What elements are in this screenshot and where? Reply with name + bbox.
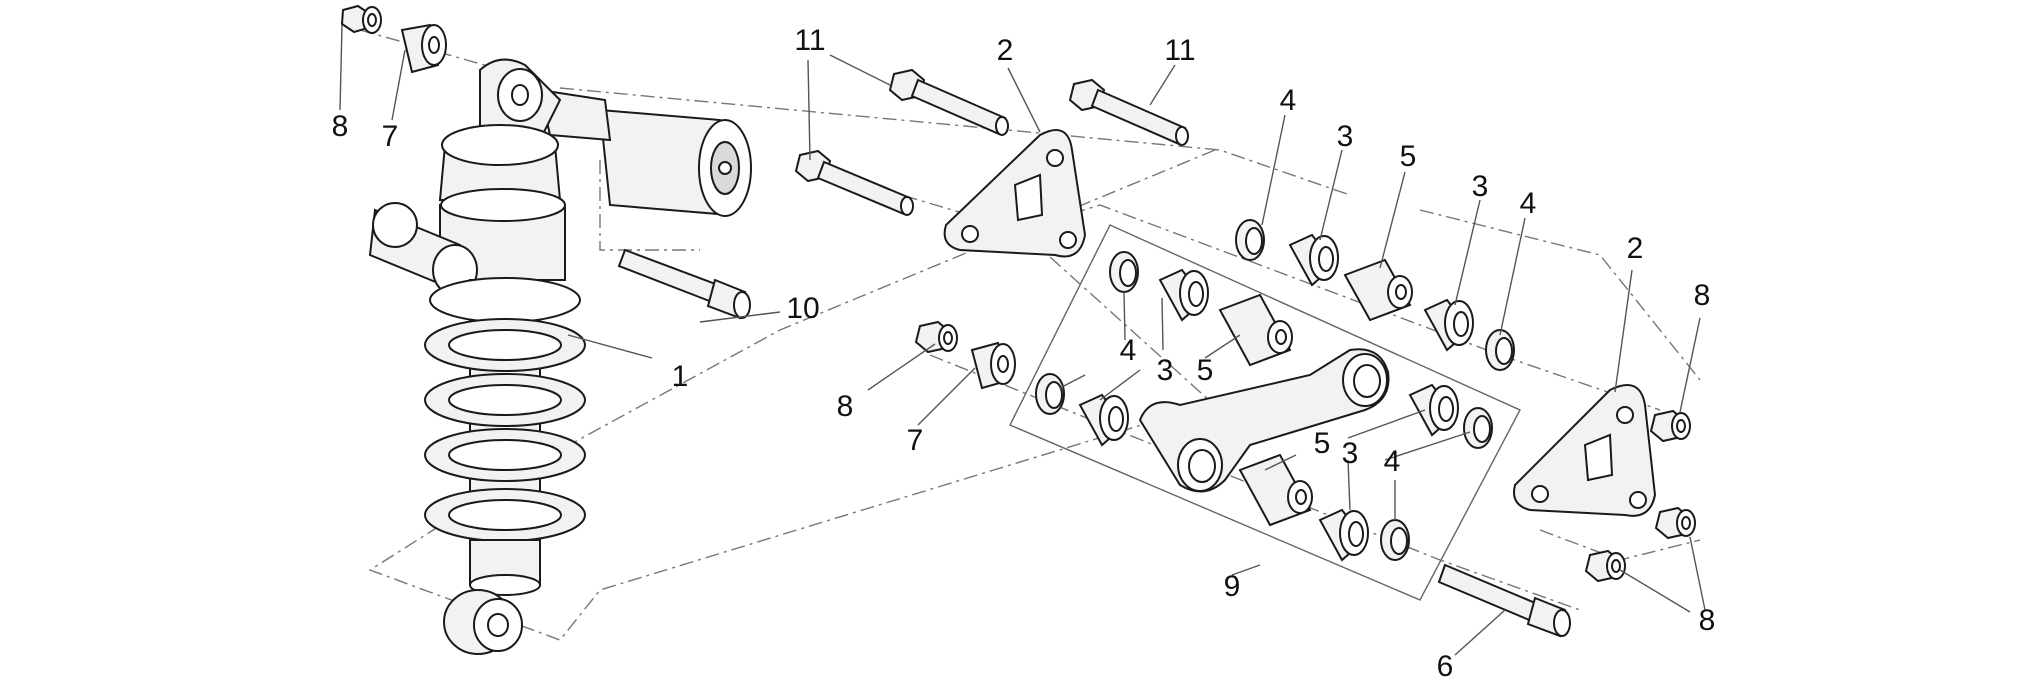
bearing-3-lower-left (1078, 393, 1129, 447)
linkage-kit-frame (1009, 224, 1521, 601)
bolt-10 (617, 248, 751, 320)
callout-1: 1 (672, 360, 689, 393)
seal-4-upper-right (1485, 329, 1515, 371)
seal-4-upper-left (1235, 219, 1265, 261)
seal-4-frame-right (1463, 407, 1493, 449)
seal-4-frame-bottom (1380, 519, 1410, 561)
seal-4-lower-left (1035, 373, 1065, 415)
callout-3-lower: 3 (1342, 437, 1359, 470)
nut-top-left (340, 4, 382, 34)
bolt-6 (1437, 563, 1571, 638)
callout-3-top-right: 3 (1472, 170, 1489, 203)
callout-4-middle: 4 (1120, 334, 1137, 367)
bolt-11-top (888, 68, 1009, 136)
callout-5-top: 5 (1400, 140, 1417, 173)
axis-upper-link (1019, 204, 1661, 411)
callout-2-top: 2 (997, 34, 1014, 67)
spacer-5-frame-bottom (1238, 453, 1313, 527)
callout-9: 9 (1224, 570, 1241, 603)
spacer-5-upper (1343, 258, 1413, 322)
callout-6: 6 (1437, 650, 1454, 681)
callout-4-top-right: 4 (1520, 187, 1537, 220)
bolt-11-lower (794, 149, 914, 216)
plate-2-right (1513, 384, 1657, 517)
bush-top-left (400, 23, 447, 74)
shock-absorber (368, 58, 752, 655)
callout-3-middle: 3 (1157, 354, 1174, 387)
callout-labels: 8 7 11 2 11 4 3 5 3 4 2 8 10 1 4 3 5 8 7… (332, 24, 1716, 681)
nut-8-right-bottom (1584, 549, 1626, 583)
leader-lines (339, 24, 1706, 656)
callout-5-middle: 5 (1197, 354, 1214, 387)
bearing-3-upper-left (1288, 233, 1339, 287)
callout-4-top: 4 (1280, 84, 1297, 117)
callout-4-lower: 4 (1384, 445, 1401, 478)
bearing-3-frame-right (1408, 383, 1459, 437)
callout-8-top-left: 8 (332, 110, 349, 143)
callout-3-top: 3 (1337, 120, 1354, 153)
callout-8-right-top: 8 (1694, 279, 1711, 312)
bearing-3-upper-right (1423, 298, 1474, 352)
callout-11-right: 11 (1164, 34, 1195, 67)
bush-7-middle (970, 341, 1016, 390)
bolt-11-right (1068, 78, 1189, 146)
nut-8-right-middle (1654, 506, 1696, 540)
spacer-5-frame-top (1218, 293, 1293, 367)
linkage-arm (1138, 348, 1390, 493)
callout-5-lower: 5 (1314, 427, 1331, 460)
callout-10: 10 (786, 292, 819, 325)
callout-8-right-bottom: 8 (1699, 604, 1716, 637)
callout-7-middle: 7 (907, 424, 924, 457)
bearing-3-frame-bottom (1318, 508, 1369, 562)
callout-8-middle: 8 (837, 390, 854, 423)
callout-11-left: 11 (794, 24, 825, 57)
seal-4-frame-top (1109, 251, 1139, 293)
callout-2-right: 2 (1627, 232, 1644, 265)
nut-8-middle (914, 320, 958, 354)
axis-shock-top (599, 160, 700, 251)
callout-7-top-left: 7 (382, 120, 399, 153)
nut-8-right-top (1649, 409, 1691, 443)
plate-2-left (943, 129, 1087, 258)
bearing-3-frame-top (1158, 268, 1209, 322)
